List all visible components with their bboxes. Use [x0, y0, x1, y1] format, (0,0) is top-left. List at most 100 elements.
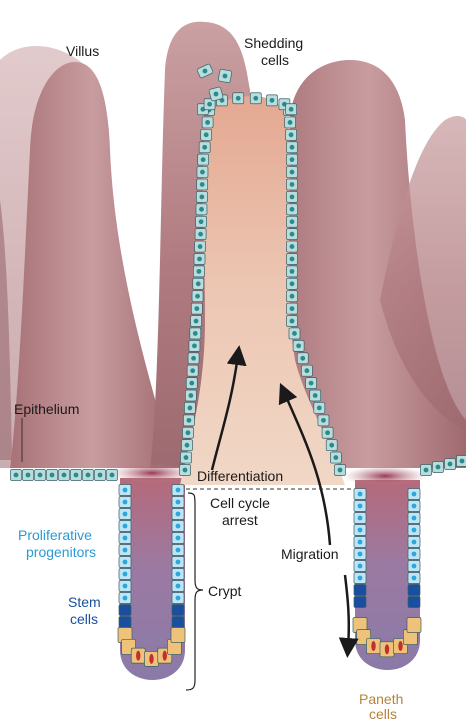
epithelial-cell-nucleus	[184, 455, 189, 460]
epithelial-cell-nucleus	[26, 473, 31, 478]
differentiation-label: Differentiation	[197, 468, 283, 484]
paneth-granule	[398, 641, 402, 651]
epithelial-cell-nucleus	[197, 257, 202, 262]
stem-label: Stem	[68, 594, 101, 610]
progenitor-cell-nucleus	[176, 488, 181, 493]
cell-cycle-label-2: arrest	[222, 512, 258, 528]
epithelial-cell-nucleus	[110, 473, 115, 478]
progenitor-cell-nucleus	[412, 540, 417, 545]
right-crypt-opening	[343, 466, 427, 486]
shed-nucleus	[223, 74, 228, 79]
progenitor-cell-nucleus	[412, 516, 417, 521]
epithelial-cell-nucleus	[290, 157, 295, 162]
epithelial-cell-nucleus	[236, 96, 241, 101]
epithelial-cell-nucleus	[199, 207, 204, 212]
stem-cell	[408, 597, 420, 608]
shed-nucleus	[203, 69, 208, 74]
epithelial-cell-nucleus	[290, 170, 295, 175]
stem-label-2: cells	[70, 611, 98, 627]
epithelial-cell-nucleus	[204, 132, 209, 137]
epithelial-cell-nucleus	[290, 182, 295, 187]
epithelial-cell-nucleus	[329, 443, 334, 448]
stem-cell	[172, 605, 184, 616]
progenitor-cell-nucleus	[358, 576, 363, 581]
progenitor-cell-nucleus	[176, 572, 181, 577]
epithelial-cell-nucleus	[190, 368, 195, 373]
epithelial-cell-nucleus	[460, 459, 465, 464]
epithelial-cell-nucleus	[62, 473, 67, 478]
migration-label: Migration	[281, 546, 339, 562]
proliferative-label-2: progenitors	[26, 544, 96, 560]
stem-cell	[354, 585, 366, 596]
epithelial-cell-nucleus	[325, 430, 330, 435]
stem-cell	[354, 597, 366, 608]
epithelial-cell-nucleus	[202, 145, 207, 150]
progenitor-cell-nucleus	[123, 584, 128, 589]
epithelium-label: Epithelium	[14, 401, 79, 417]
progenitor-cell-nucleus	[412, 504, 417, 509]
progenitor-cell-nucleus	[176, 536, 181, 541]
crypt-label: Crypt	[208, 583, 242, 599]
epithelial-cell-nucleus	[290, 194, 295, 199]
cell-cycle-label: Cell cycle	[210, 495, 270, 511]
epithelial-cell-nucleus	[86, 473, 91, 478]
epithelial-cell-nucleus	[424, 468, 429, 473]
progenitor-cell-nucleus	[123, 596, 128, 601]
paneth-cell	[407, 618, 421, 633]
epithelial-cell-nucleus	[304, 368, 309, 373]
stem-cell	[172, 617, 184, 628]
epithelial-cell-nucleus	[185, 443, 190, 448]
epithelial-cell-nucleus	[338, 468, 343, 473]
progenitor-cell-nucleus	[412, 552, 417, 557]
progenitor-cell-nucleus	[123, 548, 128, 553]
epithelial-cell-nucleus	[200, 170, 205, 175]
epithelial-cell-nucleus	[198, 232, 203, 237]
epithelial-cell-nucleus	[289, 132, 294, 137]
progenitor-cell-nucleus	[412, 564, 417, 569]
epithelial-cell-nucleus	[290, 319, 295, 324]
progenitor-cell-nucleus	[412, 492, 417, 497]
progenitor-cell-nucleus	[123, 512, 128, 517]
epithelial-cell-nucleus	[300, 356, 305, 361]
progenitor-cell-nucleus	[123, 560, 128, 565]
proliferative-label: Proliferative	[18, 527, 92, 543]
progenitor-cell-nucleus	[358, 552, 363, 557]
epithelial-cell-nucleus	[289, 107, 294, 112]
epithelial-cell-nucleus	[98, 473, 103, 478]
epithelial-cell-nucleus	[188, 406, 193, 411]
epithelial-cell-nucleus	[448, 462, 453, 467]
progenitor-cell-nucleus	[412, 528, 417, 533]
epithelial-cell-nucleus	[188, 393, 193, 398]
paneth-granule	[371, 641, 375, 651]
shedding-label-2: cells	[261, 52, 289, 68]
paneth-label: Paneth	[359, 691, 403, 707]
progenitor-cell-nucleus	[176, 548, 181, 553]
epithelial-cell-nucleus	[333, 455, 338, 460]
epithelial-cell-nucleus	[290, 306, 295, 311]
epithelial-cell-nucleus	[192, 343, 197, 348]
progenitor-cell-nucleus	[176, 584, 181, 589]
epithelial-cell-nucleus	[201, 157, 206, 162]
epithelial-cell-nucleus	[200, 182, 205, 187]
progenitor-cell-nucleus	[176, 560, 181, 565]
epithelial-cell-nucleus	[191, 356, 196, 361]
epithelial-cell-nucleus	[183, 468, 188, 473]
epithelial-cell-nucleus	[313, 393, 318, 398]
epithelial-cell-nucleus	[290, 281, 295, 286]
epithelial-cell-nucleus	[187, 418, 192, 423]
epithelial-cell-nucleus	[194, 306, 199, 311]
epithelial-cell-nucleus	[290, 257, 295, 262]
progenitor-cell-nucleus	[358, 516, 363, 521]
stem-cell	[119, 617, 131, 628]
epithelial-cell-nucleus	[50, 473, 55, 478]
epithelial-cell-nucleus	[198, 244, 203, 249]
progenitor-cell-nucleus	[358, 492, 363, 497]
epithelial-cell-nucleus	[74, 473, 79, 478]
progenitor-cell-nucleus	[358, 564, 363, 569]
paneth-granule	[163, 651, 167, 661]
epithelial-cell-nucleus	[290, 294, 295, 299]
shed-nucleus	[214, 92, 219, 97]
progenitor-cell-nucleus	[176, 596, 181, 601]
paneth-granule	[149, 654, 153, 664]
progenitor-cell-nucleus	[176, 524, 181, 529]
